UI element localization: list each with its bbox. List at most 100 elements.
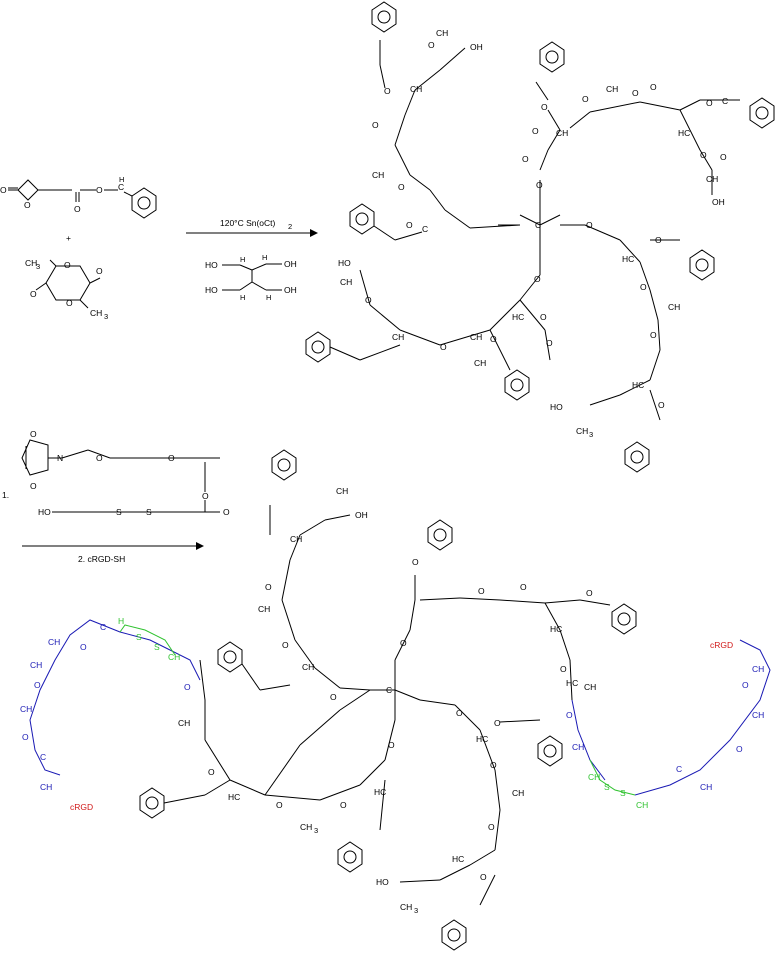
- svg-text:O: O: [340, 800, 347, 810]
- svg-text:3: 3: [104, 312, 108, 321]
- svg-text:CH: CH: [258, 604, 270, 614]
- step-number-1: 1.: [2, 490, 9, 500]
- svg-text:N: N: [57, 453, 63, 463]
- svg-text:HC: HC: [566, 678, 578, 688]
- lactide-ch3: CH: [90, 308, 102, 318]
- svg-text:O: O: [655, 235, 662, 245]
- svg-text:HC: HC: [374, 787, 386, 797]
- svg-text:H: H: [266, 293, 271, 302]
- svg-text:CH: CH: [25, 258, 37, 268]
- svg-text:CH: CH: [300, 822, 312, 832]
- svg-text:O: O: [440, 342, 447, 352]
- reaction-arrow-1: 120°C Sn(oCt) 2: [186, 218, 318, 237]
- star-polymer-product-1: C O O O O CH O CH O O O C HC O O CH: [305, 1, 775, 473]
- svg-text:HO: HO: [550, 402, 563, 412]
- svg-text:CH: CH: [392, 332, 404, 342]
- svg-text:CH: CH: [400, 902, 412, 912]
- svg-text:O: O: [400, 638, 407, 648]
- left-crgd-label: cRGD: [70, 802, 93, 812]
- reaction-arrow-2: 2. cRGD-SH: [22, 542, 204, 564]
- svg-text:O: O: [632, 88, 639, 98]
- lactide-o-top: O: [64, 260, 71, 270]
- svg-text:CH: CH: [752, 710, 764, 720]
- svg-text:O: O: [706, 98, 713, 108]
- svg-text:O: O: [406, 220, 413, 230]
- svg-text:O: O: [412, 557, 419, 567]
- carbonyl-o-label: O: [0, 185, 7, 195]
- svg-text:OH: OH: [355, 510, 368, 520]
- svg-text:OH: OH: [284, 259, 297, 269]
- svg-text:O: O: [282, 640, 289, 650]
- svg-text:O: O: [34, 680, 41, 690]
- svg-text:HC: HC: [512, 312, 524, 322]
- ring-o-label: O: [24, 200, 31, 210]
- svg-text:O: O: [650, 330, 657, 340]
- cRGD-step-label: 2. cRGD-SH: [78, 554, 125, 564]
- svg-text:S: S: [116, 507, 122, 517]
- svg-text:O: O: [488, 822, 495, 832]
- svg-text:OH: OH: [470, 42, 483, 52]
- benzyl-malolactonate-monomer: O O O O C H: [0, 175, 157, 219]
- svg-text:CH: CH: [290, 534, 302, 544]
- svg-text:S: S: [604, 782, 610, 792]
- svg-text:CH: CH: [410, 84, 422, 94]
- svg-text:HO: HO: [376, 877, 389, 887]
- right-crgd-label: cRGD: [710, 640, 733, 650]
- svg-text:CH: CH: [576, 426, 588, 436]
- svg-text:O: O: [736, 744, 743, 754]
- svg-text:O: O: [372, 120, 379, 130]
- svg-text:O: O: [658, 400, 665, 410]
- svg-text:O: O: [541, 102, 548, 112]
- svg-text:O: O: [534, 274, 541, 284]
- svg-text:C: C: [535, 220, 541, 230]
- reaction-conditions: 120°C Sn(oCt): [220, 218, 276, 228]
- svg-text:C: C: [422, 224, 428, 234]
- svg-text:CH: CH: [168, 652, 180, 662]
- svg-text:OH: OH: [284, 285, 297, 295]
- svg-text:HO: HO: [205, 285, 218, 295]
- svg-text:O: O: [586, 220, 593, 230]
- svg-text:H: H: [240, 293, 245, 302]
- svg-text:O: O: [540, 312, 547, 322]
- svg-text:CH: CH: [336, 486, 348, 496]
- svg-text:O: O: [384, 86, 391, 96]
- svg-text:CH: CH: [340, 277, 352, 287]
- svg-text:HO: HO: [205, 260, 218, 270]
- ester-o-label: O: [96, 185, 103, 195]
- maleimide-peg-reagent: O O N O O O HO S S O 1.: [2, 429, 230, 517]
- svg-text:O: O: [223, 507, 230, 517]
- svg-text:C: C: [100, 622, 106, 632]
- svg-text:O: O: [700, 150, 707, 160]
- svg-text:O: O: [80, 642, 87, 652]
- svg-text:HC: HC: [550, 624, 562, 634]
- svg-text:CH: CH: [30, 660, 42, 670]
- lactide-o-bottom: O: [66, 298, 73, 308]
- star-polymer-product-2: C O O O O O HC O HC CH: [139, 449, 637, 951]
- svg-text:CH: CH: [436, 28, 448, 38]
- svg-text:CH: CH: [752, 664, 764, 674]
- svg-text:O: O: [168, 453, 175, 463]
- svg-text:OH: OH: [712, 197, 725, 207]
- lactide-co-top: O: [96, 266, 103, 276]
- svg-text:O: O: [208, 767, 215, 777]
- svg-text:O: O: [490, 334, 497, 344]
- svg-text:O: O: [520, 582, 527, 592]
- left-peg-crgd-conjugate: CH O C H S S CH CH O CH O C CH O cRGD: [20, 616, 201, 812]
- svg-text:CH: CH: [700, 782, 712, 792]
- svg-text:O: O: [582, 94, 589, 104]
- svg-text:3: 3: [589, 430, 593, 439]
- svg-text:O: O: [330, 692, 337, 702]
- svg-text:CH: CH: [606, 84, 618, 94]
- svg-text:O: O: [30, 429, 37, 439]
- svg-text:O: O: [30, 481, 37, 491]
- svg-text:O: O: [522, 154, 529, 164]
- svg-text:HC: HC: [228, 792, 240, 802]
- svg-text:CH: CH: [584, 682, 596, 692]
- svg-text:2: 2: [288, 222, 292, 231]
- svg-text:O: O: [640, 282, 647, 292]
- svg-text:CH: CH: [512, 788, 524, 798]
- svg-text:CH: CH: [470, 332, 482, 342]
- svg-text:O: O: [586, 588, 593, 598]
- svg-text:O: O: [480, 872, 487, 882]
